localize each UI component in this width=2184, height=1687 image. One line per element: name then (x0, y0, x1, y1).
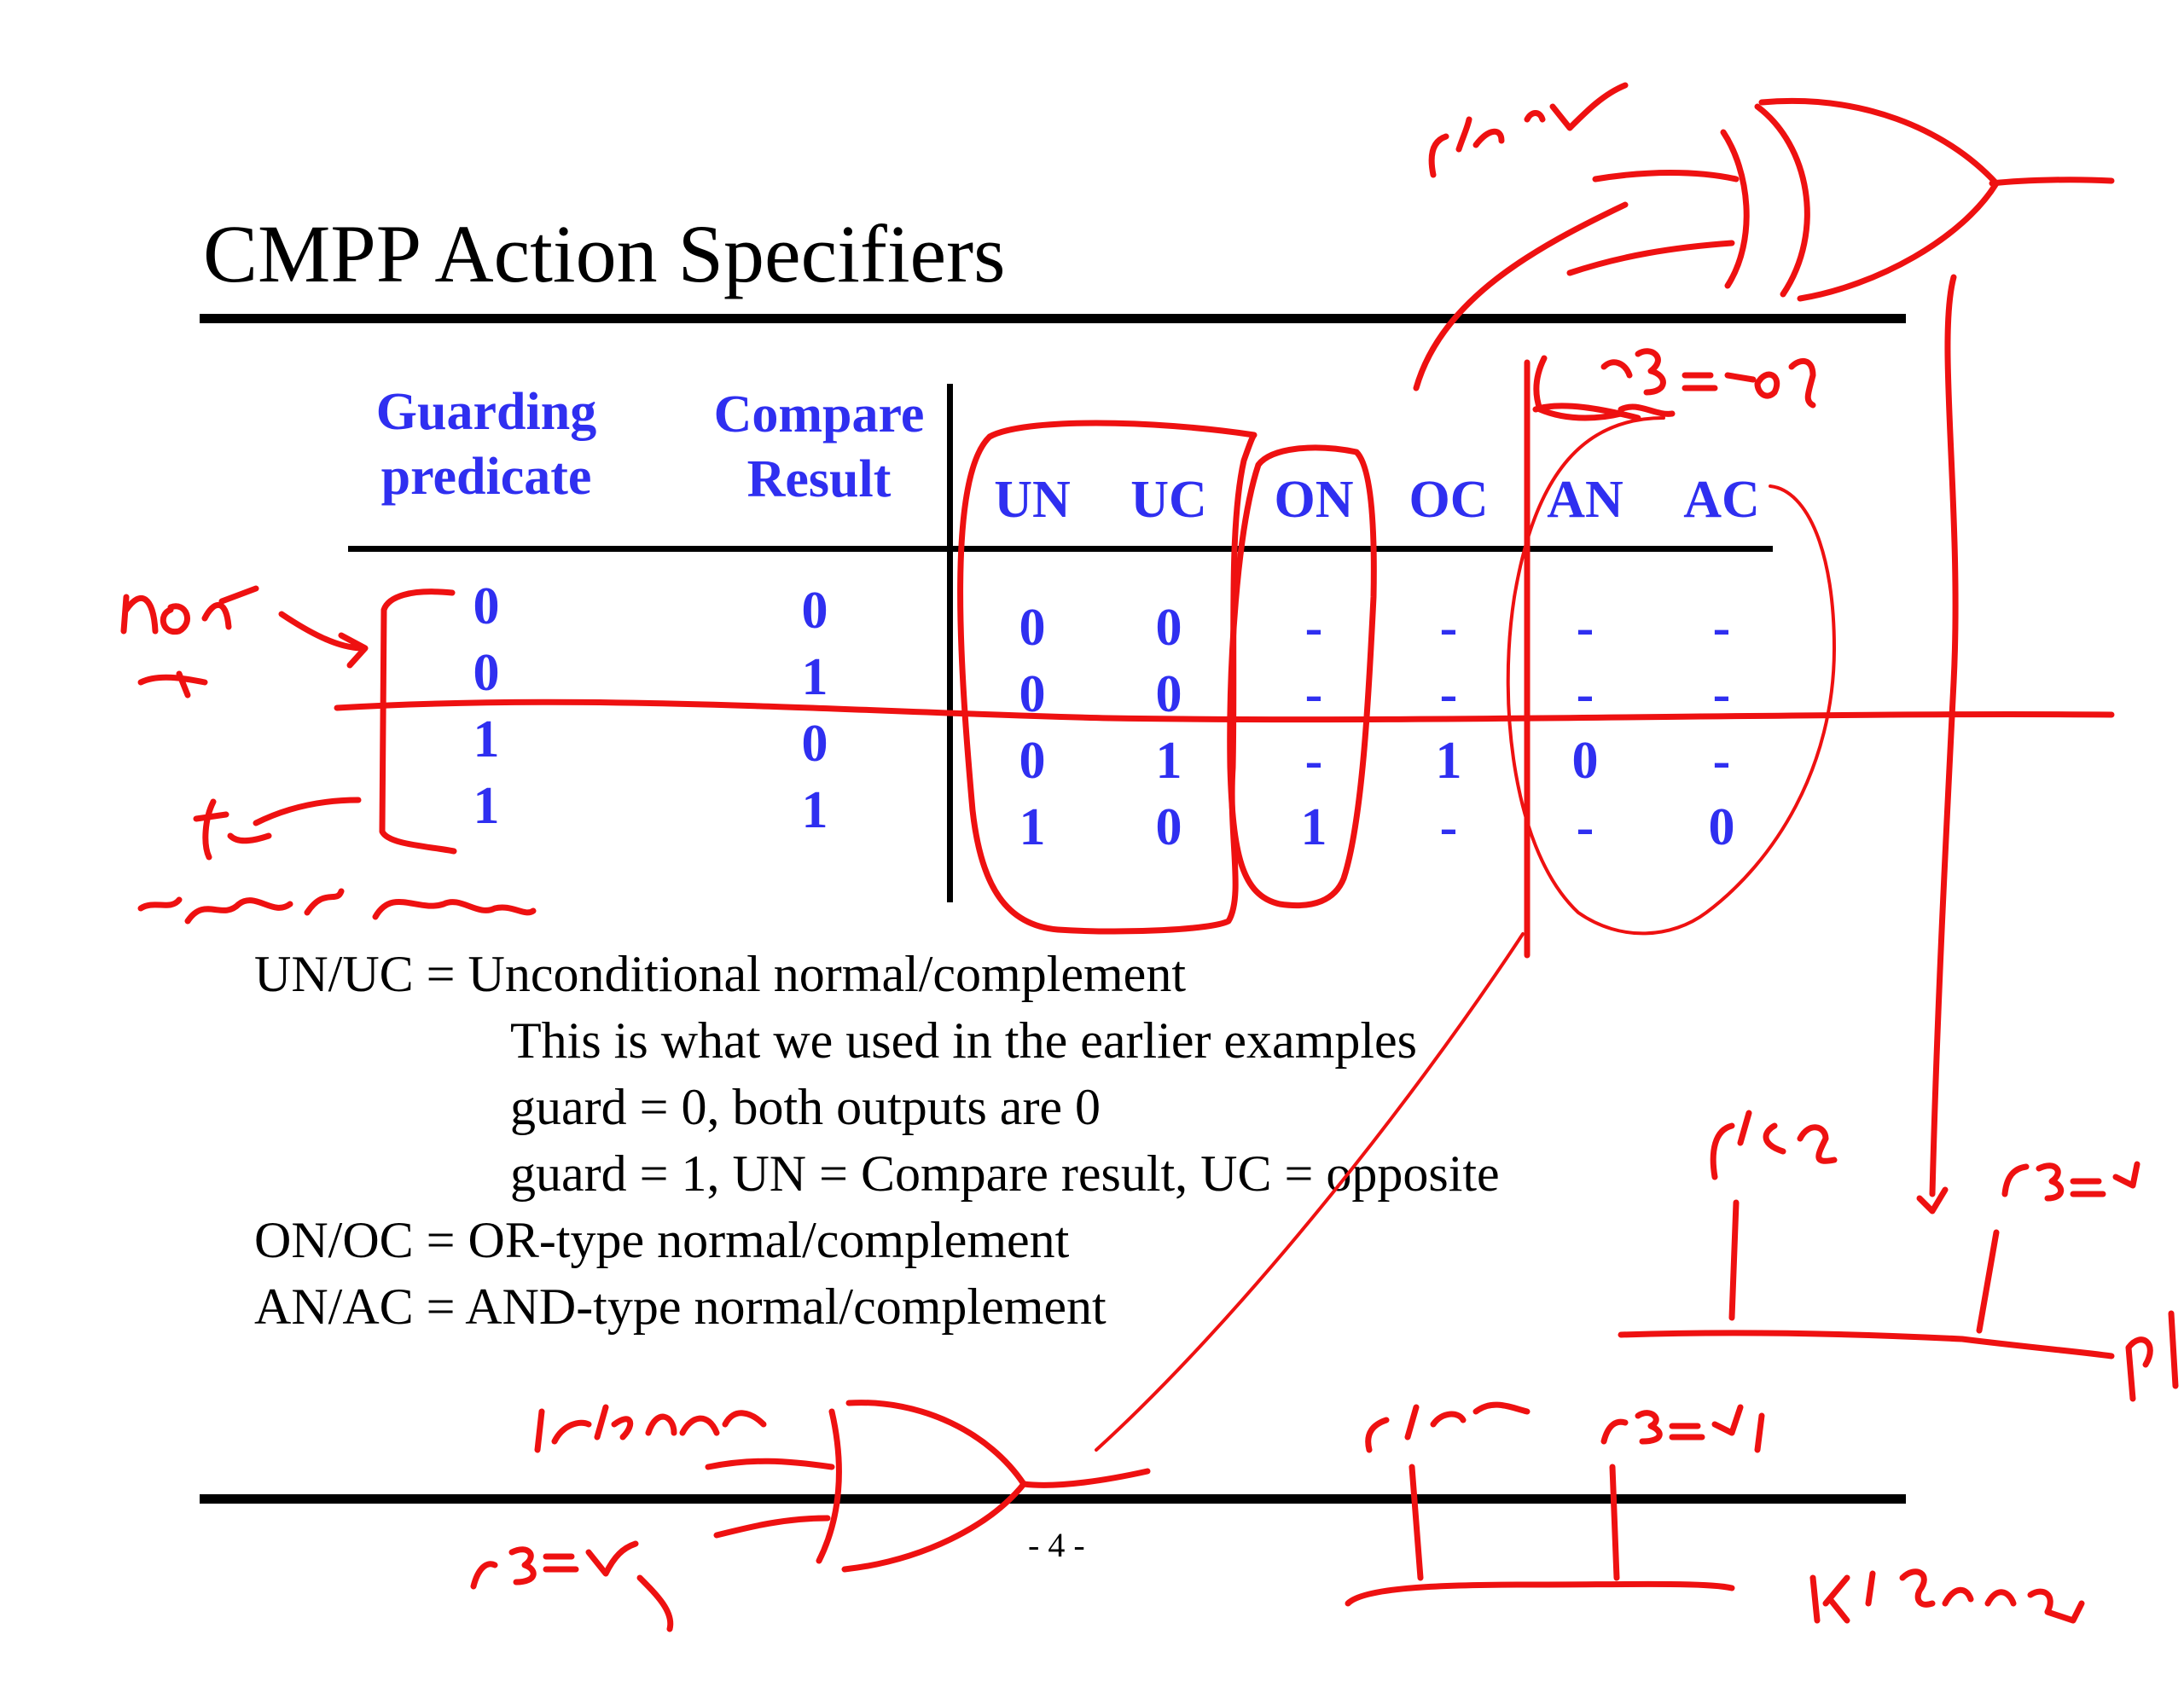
ink-an-loop (1506, 416, 1836, 936)
ink-xor-input1 (1592, 170, 1740, 183)
bottom-rule (200, 1494, 1906, 1504)
ink-ladder-bottom-contact2 (1609, 1464, 1620, 1581)
row2-uc: 0 (1155, 665, 1182, 723)
row4-an: - (1576, 798, 1594, 856)
note-line5: ON/OC = OR-type normal/complement (254, 1212, 1070, 1268)
header-ac: AC (1683, 471, 1760, 529)
row4-compare: 1 (801, 781, 828, 839)
ink-and-input2 (713, 1515, 831, 1539)
row3-compare: 0 (801, 715, 828, 773)
ink-p1-label (2125, 1310, 2179, 1402)
ink-r3-right (2001, 1161, 2140, 1202)
header-guarding-predicate: Guarding predicate (358, 380, 614, 509)
ink-ladder-bottom-rail (1345, 1580, 1735, 1607)
row3-an: 0 (1571, 732, 1599, 790)
row1-un: 0 (1019, 599, 1046, 657)
ink-r3eq-bottom (470, 1540, 674, 1632)
header-compare-line1: Compare (713, 386, 925, 443)
row1-guard: 0 (473, 577, 500, 635)
row2-compare: 1 (801, 648, 828, 706)
row1-on: - (1304, 599, 1323, 657)
row1-an: - (1576, 599, 1594, 657)
ink-ladder-right-rail (1618, 1330, 2115, 1359)
header-guarding-line2: predicate (380, 448, 592, 506)
row3-uc: 1 (1155, 732, 1182, 790)
ink-r3-top (1600, 348, 1816, 409)
row1-oc: - (1439, 599, 1458, 657)
note-line3: guard = 0, both outputs are 0 (510, 1079, 1101, 1135)
row2-an: - (1576, 665, 1594, 723)
row4-un: 1 (1019, 798, 1046, 856)
row1-compare: 0 (801, 582, 828, 640)
table-header-divider (348, 546, 1773, 552)
row4-guard: 1 (473, 777, 500, 835)
ink-strike-line (334, 699, 2115, 723)
ink-and-body (841, 1400, 1027, 1573)
ink-left-curve-top (1413, 201, 1629, 391)
ink-xor-arrowhead (1916, 1186, 1949, 1215)
row3-on: - (1304, 732, 1323, 790)
ink-r1rm-label (1365, 1401, 1531, 1453)
row4-on: 1 (1300, 798, 1327, 856)
header-on: ON (1274, 471, 1354, 529)
ink-and-link-to-an (1095, 932, 1525, 1452)
top-rule (200, 314, 1906, 323)
note-line6: AN/AC = AND-type normal/complement (254, 1278, 1107, 1335)
row1-uc: 0 (1155, 599, 1182, 657)
ink-r1r2-right (1710, 1110, 1838, 1180)
row2-ac: - (1712, 665, 1731, 723)
table-column-divider (947, 384, 953, 902)
ink-r3eq-mid (1600, 1404, 1765, 1453)
header-compare-result: Compare Result (691, 382, 947, 512)
ink-and-input1 (705, 1458, 835, 1470)
row2-oc: - (1439, 665, 1458, 723)
row4-ac: 0 (1708, 798, 1735, 856)
ink-not-word (120, 585, 259, 635)
ink-r1rn-label (534, 1404, 767, 1453)
ink-and-back (816, 1408, 842, 1564)
ink-unuc-loop (957, 420, 1258, 935)
ink-ladder-right-contact2 (1976, 1229, 2000, 1334)
header-an: AN (1547, 471, 1623, 529)
header-compare-line2: Result (746, 450, 892, 508)
ink-ladder-right-contact1 (1728, 1199, 1740, 1321)
header-guarding-line1: Guarding (375, 383, 597, 441)
row3-guard: 1 (473, 710, 500, 768)
row4-uc: 0 (1155, 798, 1182, 856)
header-oc: OC (1409, 471, 1489, 529)
row3-ac: - (1712, 732, 1731, 790)
ink-r3-arrow (1532, 403, 1676, 421)
ink-on-loop (1227, 444, 1377, 909)
ink-scribble-bottom-left (137, 888, 537, 925)
header-uc: UC (1130, 471, 1207, 529)
slide-title: CMPP Action Specifiers (203, 208, 1006, 299)
row3-oc: 1 (1435, 732, 1462, 790)
row1-ac: - (1712, 599, 1731, 657)
ink-p1-true-label (1809, 1568, 2085, 1624)
note-line2: This is what we used in the earlier exam… (510, 1012, 1418, 1069)
ink-r1r2-top (1428, 82, 1629, 178)
ink-xor-back2 (1754, 103, 1810, 298)
row3-un: 0 (1019, 732, 1046, 790)
ink-fr-word (193, 797, 362, 861)
ink-ladder-bottom-contact1 (1409, 1464, 1424, 1581)
ink-xor-input2 (1566, 240, 1735, 276)
row2-guard: 0 (473, 644, 500, 702)
note-line1: UN/UC = Unconditional normal/complement (254, 946, 1186, 1002)
ink-xor-output (1989, 177, 2115, 187)
ink-left-bracket (379, 588, 457, 855)
ink-not-arrow (278, 611, 369, 669)
ink-an-bracket (1524, 355, 1624, 959)
header-un: UN (994, 471, 1071, 529)
ink-xor-back1 (1720, 129, 1750, 289)
ink-small-mark-left (137, 670, 208, 699)
row4-oc: - (1439, 798, 1458, 856)
row2-on: - (1304, 665, 1323, 723)
row2-un: 0 (1019, 665, 1046, 723)
ink-and-output (1020, 1468, 1151, 1488)
page-number: - 4 - (1028, 1526, 1085, 1564)
ink-xor-to-down (1929, 274, 1959, 1197)
